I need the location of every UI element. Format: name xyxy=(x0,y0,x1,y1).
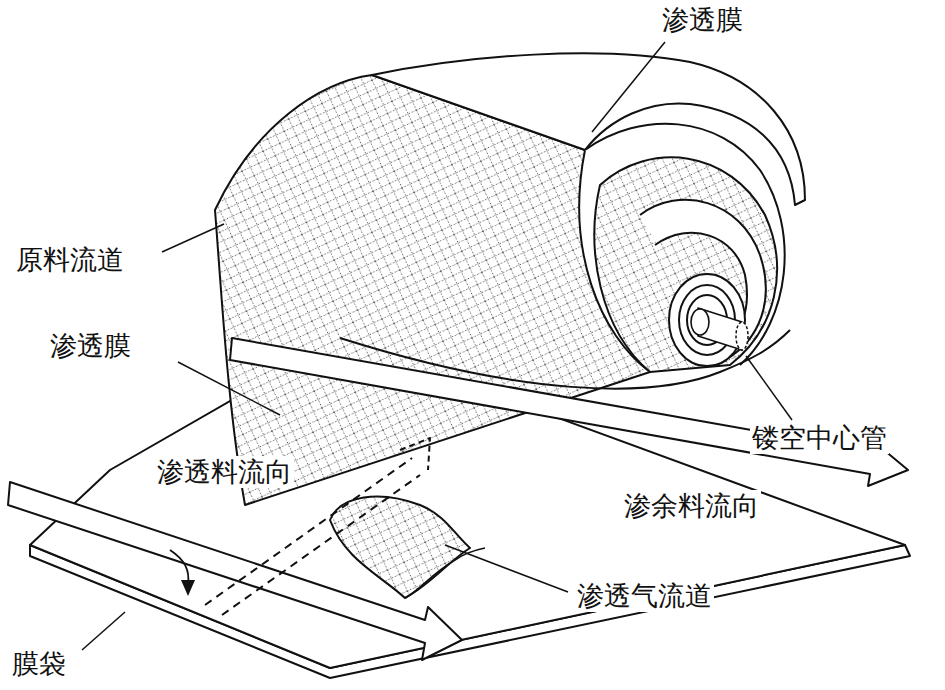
roll-core xyxy=(669,274,745,366)
leader-line xyxy=(82,612,125,650)
part-label: 原料流道 xyxy=(14,244,126,276)
part-label: 渗透气流道 xyxy=(575,580,714,612)
center-tube-end xyxy=(736,322,748,350)
center-tube-end xyxy=(691,309,709,335)
membrane-drawing xyxy=(8,42,910,678)
part-label: 渗透料流向 xyxy=(155,456,294,488)
leader-line xyxy=(445,545,568,592)
permeate-arrow-head xyxy=(400,438,430,470)
leader-lines xyxy=(82,42,792,650)
roll-mesh xyxy=(594,157,777,372)
part-label: 镂空中心管 xyxy=(750,422,889,454)
small-flow-arrow xyxy=(170,550,188,585)
leader-line xyxy=(746,356,792,420)
part-label: 膜袋 xyxy=(10,648,68,680)
part-label: 渗透膜 xyxy=(660,4,745,36)
leader-line xyxy=(178,362,280,415)
bag-arrow xyxy=(8,482,462,660)
arrow-head xyxy=(181,580,195,596)
part-label: 渗余料流向 xyxy=(622,490,761,522)
leader-line xyxy=(162,224,224,252)
part-label: 渗透膜 xyxy=(48,330,133,362)
leader-line xyxy=(592,42,665,132)
retentate-arrow xyxy=(230,338,908,486)
